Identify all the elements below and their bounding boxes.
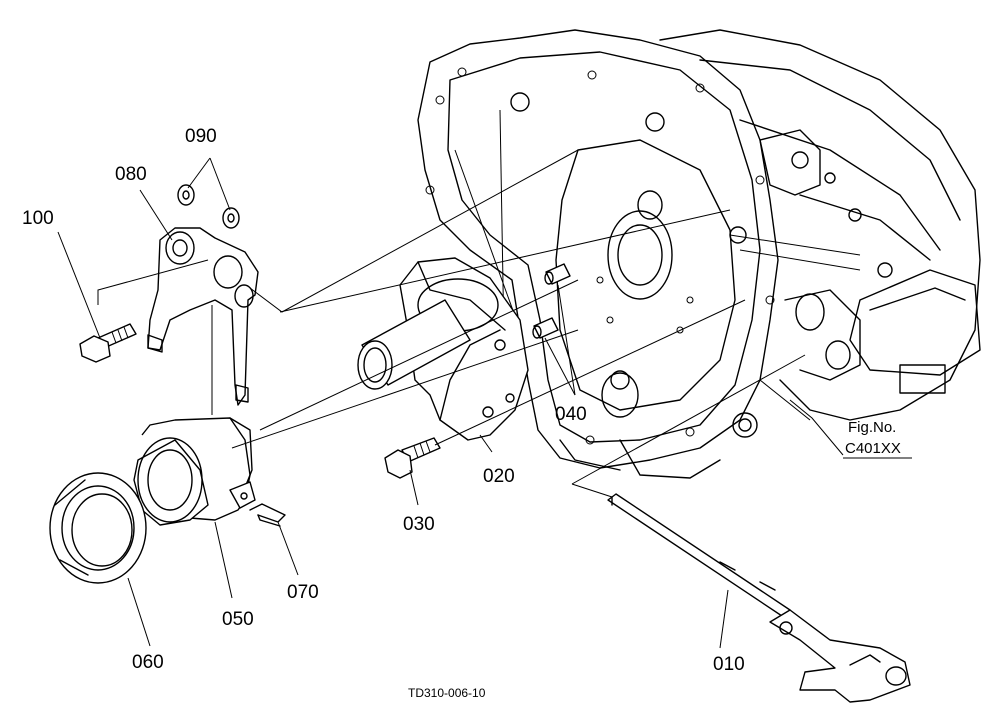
part-030-bolt (384, 437, 441, 479)
label-010: 010 (713, 654, 745, 675)
assembly-lines (97, 149, 861, 498)
fig-ref-line2: C401XX (845, 440, 901, 457)
part-labels: 090 080 100 040 020 030 070 050 060 010 (22, 126, 745, 675)
part-090-washers (177, 184, 240, 229)
part-080-release-fork (147, 227, 259, 406)
part-070-spring-clip (249, 503, 286, 527)
part-050-release-hub (133, 417, 256, 526)
label-070: 070 (287, 582, 319, 603)
label-030: 030 (403, 514, 435, 535)
transmission-housing (417, 29, 981, 479)
label-090: 090 (185, 126, 217, 147)
leader-lines (57, 157, 912, 649)
label-050: 050 (222, 609, 254, 630)
part-100-bolt (79, 323, 137, 363)
label-060: 060 (132, 652, 164, 673)
figure-reference: Fig.No. C401XX (845, 419, 901, 457)
label-100: 100 (22, 208, 54, 229)
label-040: 040 (555, 404, 587, 425)
part-020-bearing-holder (357, 257, 529, 441)
drawing-code: TD310-006-10 (408, 686, 486, 700)
label-080: 080 (115, 164, 147, 185)
part-010-release-shaft (607, 493, 911, 703)
part-060-bearing (49, 472, 147, 584)
fig-ref-line1: Fig.No. (848, 419, 896, 436)
label-020: 020 (483, 466, 515, 487)
part-040-dowel-pins (532, 263, 571, 339)
